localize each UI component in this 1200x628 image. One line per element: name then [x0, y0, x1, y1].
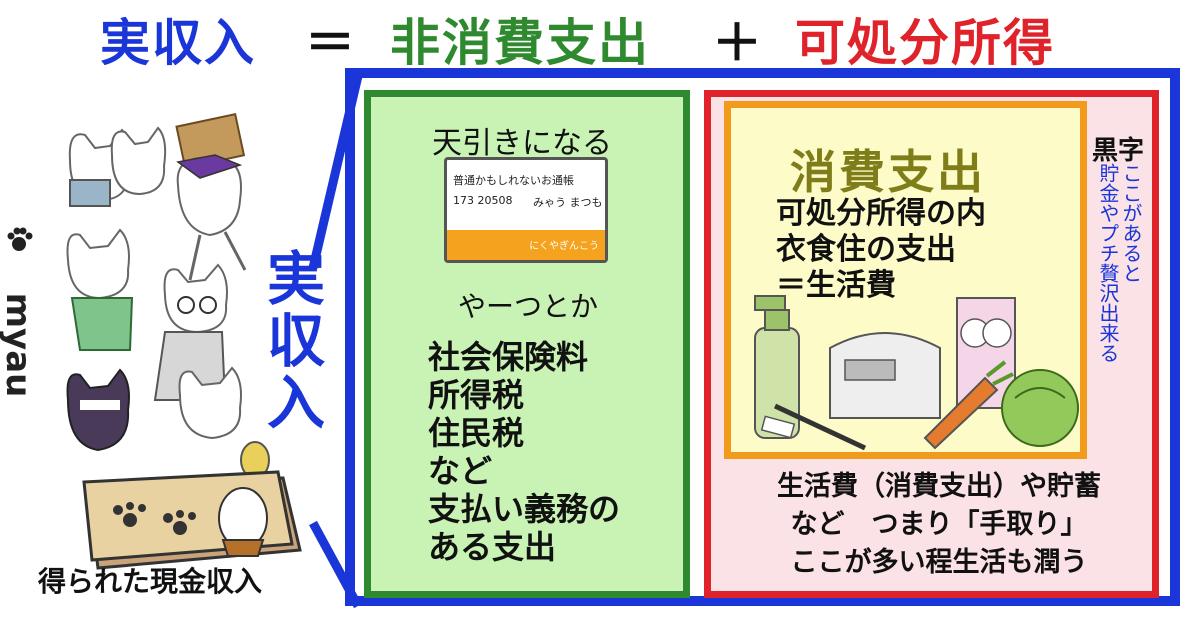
list-item: 社会保険料	[428, 338, 589, 376]
real-income-vertical-label: 実収入	[257, 248, 325, 434]
disposable-bottom-text: 生活費（消費支出）や貯蓄 など つまり「手取り」 ここが多い程生活も潤う	[724, 468, 1154, 582]
passbook-band	[447, 230, 605, 260]
cash-income-caption: 得られた現金収入	[38, 565, 263, 598]
paper-towels-icon	[956, 297, 1016, 409]
consumption-desc-line: 可処分所得の内	[776, 196, 986, 231]
cats-illustration	[66, 113, 270, 479]
title-plus: ＋	[712, 14, 764, 72]
cabbage-icon	[1001, 369, 1079, 447]
myau-logo: myau	[0, 225, 40, 435]
list-item: ある支出	[428, 528, 557, 566]
title-real-income: 実収入	[100, 14, 256, 72]
cat-ninja-icon	[66, 368, 130, 452]
cat-box-icon	[175, 113, 247, 281]
real-income-frame	[345, 68, 1180, 606]
cat-apron-icon	[66, 228, 134, 351]
passbook-card: 普通かもしれないお通帳 173 20508 みゃう まつも 様 にくやぎんこう	[444, 157, 608, 263]
surplus-label: 黒字	[1092, 136, 1145, 166]
consumption-desc-line: ＝生活費	[776, 268, 896, 303]
cat-painter-icon	[178, 366, 270, 479]
title-disposable-income: 可処分所得	[795, 14, 1055, 72]
list-item: 住民税	[428, 414, 525, 452]
deducted-header: 天引きになる	[432, 126, 612, 161]
myau-text: myau	[0, 292, 38, 398]
title-non-consumption: 非消費支出	[390, 14, 650, 72]
banknotes-icon	[82, 470, 302, 570]
surplus-note-a: ここがあると	[1119, 163, 1143, 283]
bread-maker-icon	[829, 332, 941, 419]
passbook-name: みゃう まつも 様	[533, 196, 605, 209]
consumption-desc: 可処分所得の内 衣食住の支出 ＝生活費	[776, 196, 986, 304]
cat-peeking-icon	[110, 126, 167, 196]
bottom-line: など つまり「手取り」	[790, 509, 1088, 540]
surplus-note-b: 貯金やプチ贅沢出来る	[1096, 163, 1120, 363]
bottom-line: 生活費（消費支出）や貯蓄	[777, 471, 1101, 502]
consumption-title: 消費支出	[790, 145, 986, 199]
list-item: 所得税	[428, 376, 525, 414]
passbook-number: 173 20508	[453, 194, 513, 207]
passbook-title: 普通かもしれないお通帳	[453, 174, 574, 187]
paw-icon	[7, 227, 33, 251]
consumption-desc-line: 衣食住の支出	[776, 232, 956, 267]
living-goods-illustration	[754, 295, 1079, 451]
passbook-bank: にくやぎんこう	[529, 241, 599, 252]
title-equals: ＝	[305, 14, 357, 72]
list-item: など	[428, 452, 493, 490]
list-item: 支払い義務の	[428, 490, 621, 528]
bottom-line: ここが多い程生活も潤う	[790, 547, 1088, 578]
carrot-icon	[923, 360, 1014, 450]
pencil-icon	[760, 403, 867, 451]
such-as-text: やーつとか	[458, 290, 599, 323]
non-consumption-list: 社会保険料 所得税 住民税 など 支払い義務の ある支出	[428, 338, 620, 566]
